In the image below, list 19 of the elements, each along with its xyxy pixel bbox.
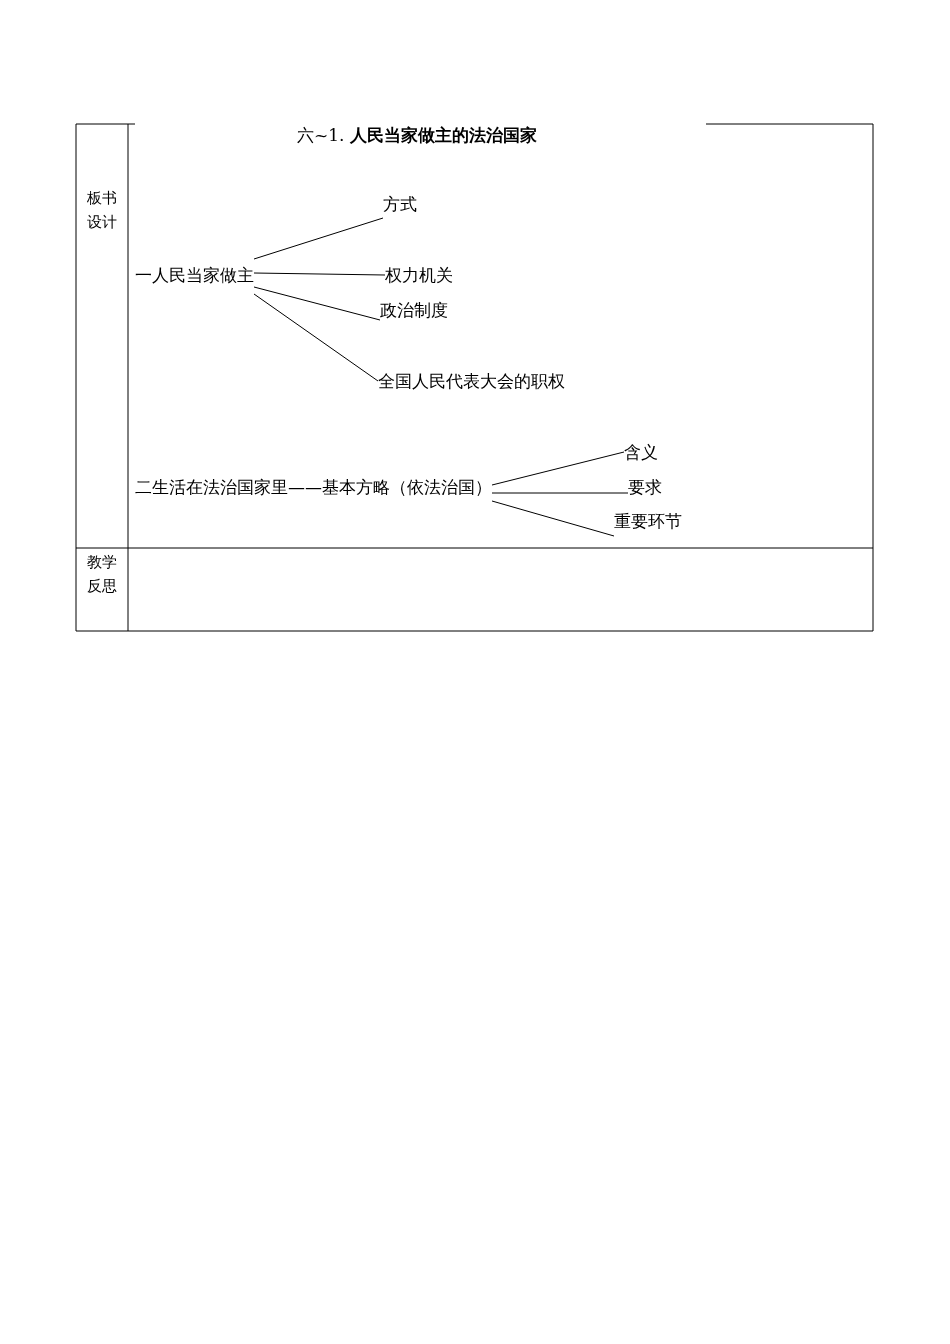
topic-text: 二生活在法治国家里——基本方略（依法治国）	[135, 476, 492, 498]
connector-line	[253, 286, 381, 321]
topic-text: 权力机关	[385, 264, 453, 286]
connector-line	[253, 293, 379, 382]
topic-text: 要求	[628, 476, 662, 498]
topic-text: 政治制度	[380, 299, 448, 321]
topic-text: 一人民当家做主	[135, 264, 254, 286]
connector-line	[253, 272, 386, 276]
topic-text: 方式	[383, 193, 417, 215]
connector-line	[253, 217, 384, 260]
connector-line	[491, 451, 625, 486]
connector-line	[491, 492, 629, 494]
topic-text: 全国人民代表大会的职权	[378, 370, 565, 392]
topic-text: 含义	[624, 441, 658, 463]
row-header: 教学反思	[86, 552, 118, 597]
connector-line	[491, 500, 615, 537]
row-header: 板书设计	[86, 188, 118, 233]
topic-text: 重要环节	[614, 510, 682, 532]
title: 六~1. 人民当家做主的法治国家	[297, 124, 537, 146]
